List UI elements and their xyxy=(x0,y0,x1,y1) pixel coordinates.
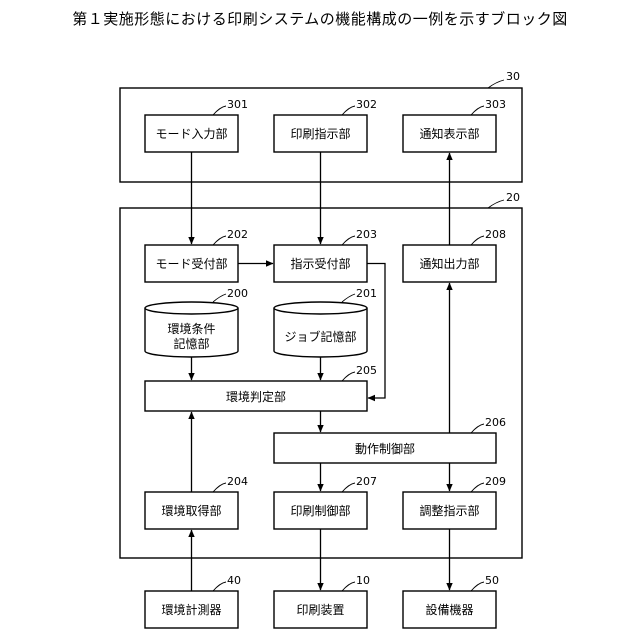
block-instruction-receiver: 指示受付部 203 xyxy=(274,228,377,282)
label-printer: 印刷装置 xyxy=(296,603,344,617)
label-operation-control: 動作制御部 xyxy=(355,441,415,456)
ref-10: 10 xyxy=(356,574,370,587)
ref-205: 205 xyxy=(356,364,377,377)
storage-environment-conditions: 環境条件 記憶部 200 xyxy=(145,287,248,357)
ref-200: 200 xyxy=(227,287,248,300)
block-operation-control: 動作制御部 206 xyxy=(274,416,506,463)
block-environment-acquisition: 環境取得部 204 xyxy=(145,475,248,529)
block-notification-output: 通知出力部 208 xyxy=(403,228,506,282)
ref-207: 207 xyxy=(356,475,377,488)
label-mode-receiver: モード受付部 xyxy=(155,256,227,271)
label-facility-equipment: 設備機器 xyxy=(425,602,473,617)
ref-209: 209 xyxy=(485,475,506,488)
ref-40: 40 xyxy=(227,574,241,587)
label-env-conditions-line1: 環境条件 xyxy=(167,321,215,336)
ref-30: 30 xyxy=(506,70,520,83)
block-mode-receiver: モード受付部 202 xyxy=(145,228,248,282)
leader-20 xyxy=(488,200,504,208)
block-print-control: 印刷制御部 207 xyxy=(274,475,377,529)
ref-303: 303 xyxy=(485,98,506,111)
device-environment-meter: 環境計測器 40 xyxy=(145,574,241,628)
ref-302: 302 xyxy=(356,98,377,111)
label-notification-output: 通知出力部 xyxy=(419,256,479,271)
block-notification-display: 通知表示部 303 xyxy=(403,98,506,152)
ref-201: 201 xyxy=(356,287,377,300)
ref-301: 301 xyxy=(227,98,248,111)
ref-206: 206 xyxy=(485,416,506,429)
block-adjustment-instruction: 調整指示部 209 xyxy=(403,475,506,529)
label-print-instruction: 印刷指示部 xyxy=(290,126,350,141)
block-environment-determination: 環境判定部 205 xyxy=(145,364,377,411)
label-instruction-receiver: 指示受付部 xyxy=(290,256,350,271)
label-adjustment-instruction: 調整指示部 xyxy=(419,503,479,518)
label-environment-determination: 環境判定部 xyxy=(226,389,286,404)
label-print-control: 印刷制御部 xyxy=(290,503,350,518)
ref-20: 20 xyxy=(506,191,520,204)
block-print-instruction: 印刷指示部 302 xyxy=(274,98,377,152)
label-environment-acquisition: 環境取得部 xyxy=(161,503,221,518)
device-printer: 印刷装置 10 xyxy=(274,574,370,628)
label-env-conditions-line2: 記憶部 xyxy=(173,336,209,351)
label-notification-display: 通知表示部 xyxy=(419,126,479,141)
leader-30 xyxy=(488,80,504,88)
device-facility-equipment: 設備機器 50 xyxy=(403,574,499,628)
ref-204: 204 xyxy=(227,475,248,488)
label-mode-input: モード入力部 xyxy=(155,126,227,141)
ref-203: 203 xyxy=(356,228,377,241)
ref-50: 50 xyxy=(485,574,499,587)
storage-job: ジョブ記憶部 201 xyxy=(274,287,377,357)
arrow-203-to-205 xyxy=(367,264,385,399)
label-job-storage: ジョブ記憶部 xyxy=(284,329,356,344)
label-environment-meter: 環境計測器 xyxy=(161,602,221,617)
ref-208: 208 xyxy=(485,228,506,241)
block-mode-input: モード入力部 301 xyxy=(145,98,248,152)
ref-202: 202 xyxy=(227,228,248,241)
